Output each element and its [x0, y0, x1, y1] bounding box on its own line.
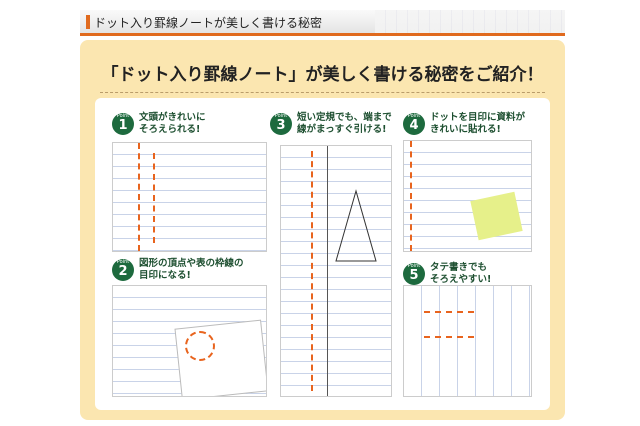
point-2-caption-2: 目印になる!	[139, 270, 191, 281]
point-4-notebook-image	[403, 140, 532, 252]
point-2-notebook-image	[112, 285, 267, 397]
section-header: ドット入り罫線ノートが美しく書ける秘密	[80, 10, 565, 36]
header-title: ドット入り罫線ノートが美しく書ける秘密	[94, 16, 323, 30]
point-1-caption-2: そろえられる!	[139, 124, 201, 135]
point-3-notebook-image	[280, 145, 392, 397]
point-1-caption: 文頭がきれいに	[139, 112, 206, 123]
point-5-caption: タテ書きでも	[430, 262, 488, 273]
point-3-caption: 短い定規でも、端まで	[297, 112, 392, 123]
point-3-caption-2: 線がまっすぐ引ける!	[297, 124, 387, 135]
point-1-notebook-image	[112, 142, 267, 252]
point-4-caption: ドットを目印に資料が	[430, 112, 526, 123]
point-5-caption-2: そろえやすい!	[430, 274, 492, 285]
title-divider	[100, 92, 545, 93]
main-title: 「ドット入り罫線ノート」が美しく書ける秘密をご紹介！	[101, 65, 544, 85]
header-notebook-image	[375, 10, 565, 33]
header-accent-bar	[86, 15, 90, 29]
point-4-caption-2: きれいに貼れる!	[430, 124, 501, 135]
point-5-notebook-image	[403, 285, 532, 397]
point-2-caption: 図形の頂点や表の枠線の	[139, 258, 244, 269]
